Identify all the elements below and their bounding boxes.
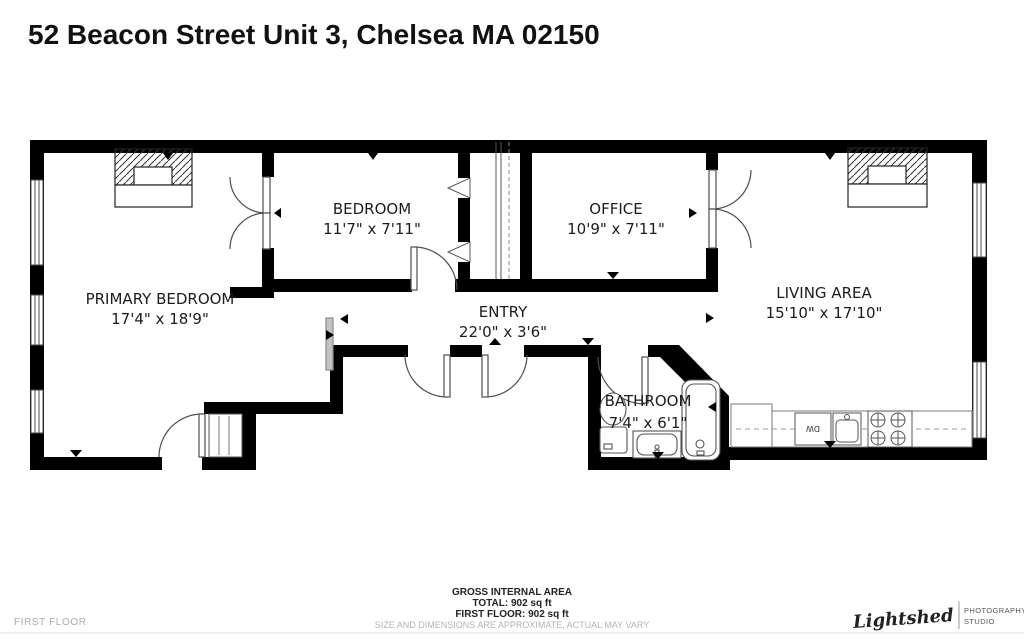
window-left-3 — [30, 389, 44, 434]
french-doors-primary — [229, 176, 271, 250]
area-first-floor: FIRST FLOOR: 902 sq ft — [455, 609, 569, 620]
entry-door-right — [481, 354, 528, 398]
primary-closet — [208, 413, 243, 458]
disclaimer-text: SIZE AND DIMENSIONS ARE APPROXIMATE, ACT… — [375, 620, 649, 630]
sliding-door — [325, 317, 334, 371]
kitchen — [730, 403, 973, 448]
bifold-door-icon — [446, 241, 471, 263]
dimension-markers — [70, 153, 836, 459]
dishwasher-fixture — [794, 412, 832, 446]
room-dims-bathroom: 7'4" x 6'1" — [609, 414, 688, 432]
floor-label: FIRST FLOOR — [14, 617, 87, 628]
bedroom-door — [410, 246, 458, 291]
room-label-living-area: LIVING AREA — [776, 284, 872, 302]
room-label-office: OFFICE — [589, 200, 642, 218]
room-dims-bedroom: 11'7" x 7'11" — [323, 220, 421, 238]
entry-door-left — [404, 354, 451, 398]
closet-shaft — [446, 142, 510, 279]
window-right-2 — [972, 361, 987, 439]
bifold-door-icon — [446, 177, 471, 199]
page-title: 52 Beacon Street Unit 3, Chelsea MA 0215… — [28, 19, 600, 50]
stove-fixture — [867, 410, 913, 448]
gross-internal-area-title: GROSS INTERNAL AREA — [452, 587, 572, 598]
bathroom-door — [597, 356, 649, 405]
window-left-1 — [30, 179, 44, 266]
area-summary: GROSS INTERNAL AREA TOTAL: 902 sq ft FIR… — [375, 587, 649, 630]
french-doors-living — [708, 169, 752, 249]
window-right-1 — [972, 182, 987, 258]
kitchen-counter-tall — [730, 403, 773, 448]
toilet-fixture — [599, 392, 628, 454]
room-label-entry: ENTRY — [479, 303, 528, 321]
room-label-primary-bedroom: PRIMARY BEDROOM — [86, 290, 235, 308]
doors — [158, 169, 752, 458]
room-label-bedroom: BEDROOM — [333, 200, 411, 218]
logo-line1: PHOTOGRAPHY — [964, 606, 1024, 615]
room-dims-entry: 22'0" x 3'6" — [459, 323, 547, 341]
room-label-bathroom: BATHROOM — [605, 392, 692, 410]
logo-script-text: Lightshed — [851, 605, 954, 633]
dishwasher-label: DW — [806, 424, 820, 433]
logo-line2: STUDIO — [964, 617, 995, 626]
primary-rear-door — [158, 413, 206, 458]
bathtub-fixture — [681, 379, 721, 461]
fireplace-primary-bedroom — [114, 148, 193, 208]
room-dims-office: 10'9" x 7'11" — [567, 220, 665, 238]
lightshed-logo: Lightshed PHOTOGRAPHY STUDIO — [851, 601, 1024, 633]
bathroom-fixtures — [599, 379, 721, 461]
windows — [30, 179, 987, 439]
window-left-2 — [30, 294, 44, 346]
room-dims-living-area: 15'10" x 17'10" — [766, 304, 883, 322]
fireplace-living-area — [847, 147, 928, 208]
kitchen-sink-fixture — [832, 412, 862, 446]
room-dims-primary-bedroom: 17'4" x 18'9" — [111, 310, 209, 328]
area-total: TOTAL: 902 sq ft — [472, 598, 552, 609]
